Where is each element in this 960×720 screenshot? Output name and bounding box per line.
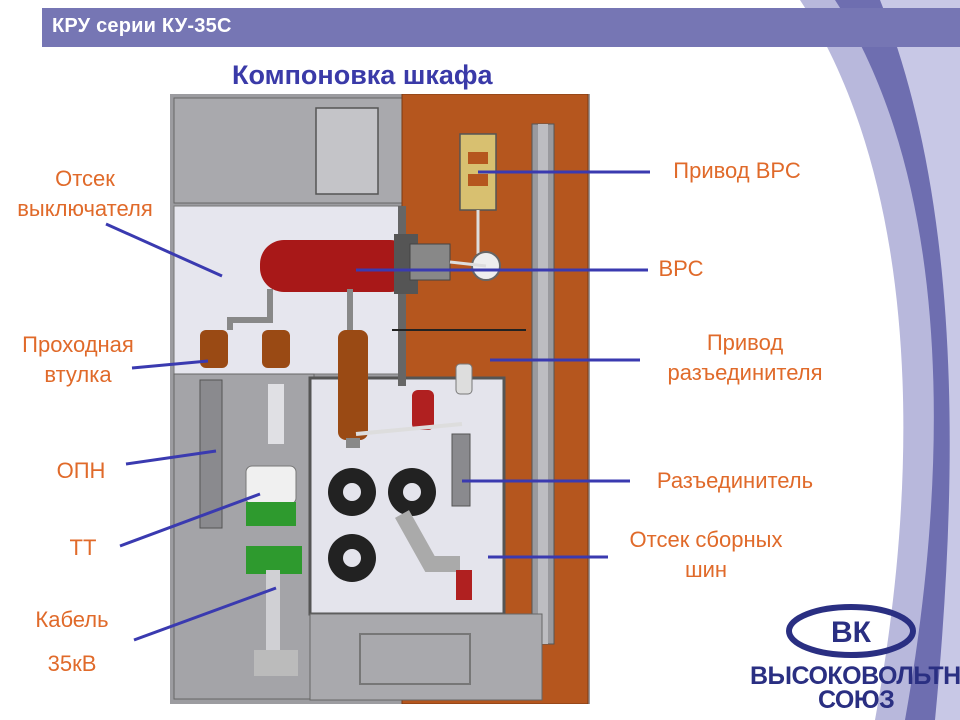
label-breaker-compartment-line1: Отсек [55,166,115,191]
label-disconnector-drive: Привод разъединителя [648,328,842,389]
label-busbar-compartment: Отсек сборных шин [608,525,804,586]
pointer-ct [119,492,261,548]
label-breaker-compartment: Отсек выключателя [6,164,164,225]
label-surge-arrester: ОПН [56,458,106,483]
label-busbar-compartment-line2: шин [684,557,728,583]
label-busbar-compartment-line1: Отсек сборных [629,527,783,552]
label-bushing-line1: Проходная [22,332,134,357]
label-disconnector: Разъединитель [656,468,814,493]
label-disconnector-drive-line2: разъединителя [667,360,823,386]
label-disconnector-drive-line1: Привод [706,330,784,355]
pointer-breaker-compartment [105,222,223,278]
slide-title: Компоновка шкафа [232,60,493,90]
svg-text:ВК: ВК [831,616,872,649]
label-vcb: ВРС [658,256,704,281]
label-cable-line1: Кабель [35,607,109,632]
logo-text-line1: ВЫСОКОВОЛЬТНЫЙ [750,662,960,690]
label-current-transformer: ТТ [69,535,97,560]
label-bushing: Проходная втулка [4,330,152,391]
header-bar [42,8,960,47]
pointer-bushing [131,359,209,370]
label-cable-line2: 35кВ [47,651,97,676]
logo-text-line2: СОЮЗ [818,686,895,714]
label-cable: Кабель 35кВ [24,598,120,686]
header-title: КРУ серии КУ-35С [52,15,232,37]
label-breaker-compartment-line2: выключателя [17,196,153,222]
pointer-surge-arrester [125,449,217,466]
label-vcb-drive: Привод ВРС [673,158,801,183]
company-logo-icon: ВК [786,604,916,658]
label-bushing-line2: втулка [44,362,112,388]
pointer-cable [133,586,277,642]
